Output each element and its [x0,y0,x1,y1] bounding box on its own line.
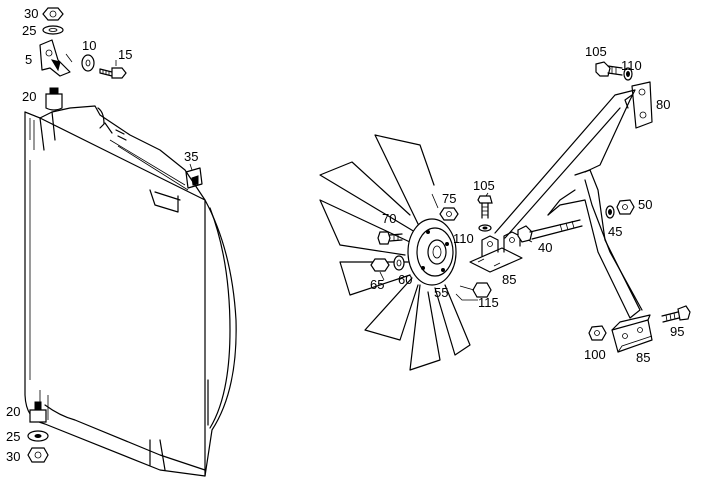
callout-65: 65 [370,277,384,292]
bolt-40 [517,219,583,243]
callout-115: 115 [478,295,499,310]
bolt-15 [99,67,127,79]
callout-25-top: 25 [22,23,36,38]
callout-40: 40 [538,240,552,255]
support-arm [494,89,643,319]
callout-105-mid: 105 [473,178,495,193]
washer-45 [605,205,615,219]
washer-10 [81,54,95,72]
fan-blades [319,134,471,371]
callout-50: 50 [638,197,652,212]
nut-75 [439,207,459,221]
callout-70: 70 [382,211,396,226]
washer-110-top [623,67,633,81]
mount-20-bottom [29,401,47,423]
bolt-95 [661,305,691,323]
washer-110-mid [478,224,492,232]
callout-110-top: 110 [621,58,642,73]
callout-55: 55 [434,285,448,300]
callout-85-mid: 85 [502,272,516,287]
callout-100: 100 [584,347,606,362]
bracket-5 [39,39,71,77]
callout-20-top: 20 [22,89,36,104]
washer-60 [393,255,405,271]
callout-5: 5 [25,52,32,67]
radiator [24,105,237,477]
bracket-80 [624,81,653,129]
bolt-105-mid [477,195,493,219]
bolt-105-top [595,61,623,77]
nut-50 [616,199,635,215]
bolt-70 [377,231,403,245]
leader-lines [65,53,533,301]
callout-95: 95 [670,324,684,339]
clip-35 [185,167,203,189]
nut-30-bottom [27,447,49,463]
callout-30-bottom: 30 [6,449,20,464]
callout-75: 75 [442,191,456,206]
fan-hub-55 [407,218,457,286]
callout-15: 15 [118,47,132,62]
callout-110-mid: 110 [453,231,474,246]
nut-65 [370,258,390,272]
mount-20-top [45,87,63,111]
washer-25-bottom [27,430,49,442]
callout-60: 60 [398,272,412,287]
callout-10: 10 [82,38,96,53]
nut-30-top [42,7,64,21]
callout-35: 35 [184,149,198,164]
callout-20-bottom: 20 [6,404,20,419]
nut-100 [588,325,607,341]
callout-labels: 30 25 5 10 15 20 35 20 25 30 70 75 105 1… [6,6,684,464]
callout-85-bottom: 85 [636,350,650,365]
washer-25-top [42,25,64,35]
callout-30-top: 30 [24,6,38,21]
bracket-85-bottom [611,314,653,353]
callout-45: 45 [608,224,622,239]
callout-25-bottom: 25 [6,429,20,444]
callout-105-top: 105 [585,44,607,59]
bracket-85-mid [469,231,523,273]
callout-80: 80 [656,97,670,112]
